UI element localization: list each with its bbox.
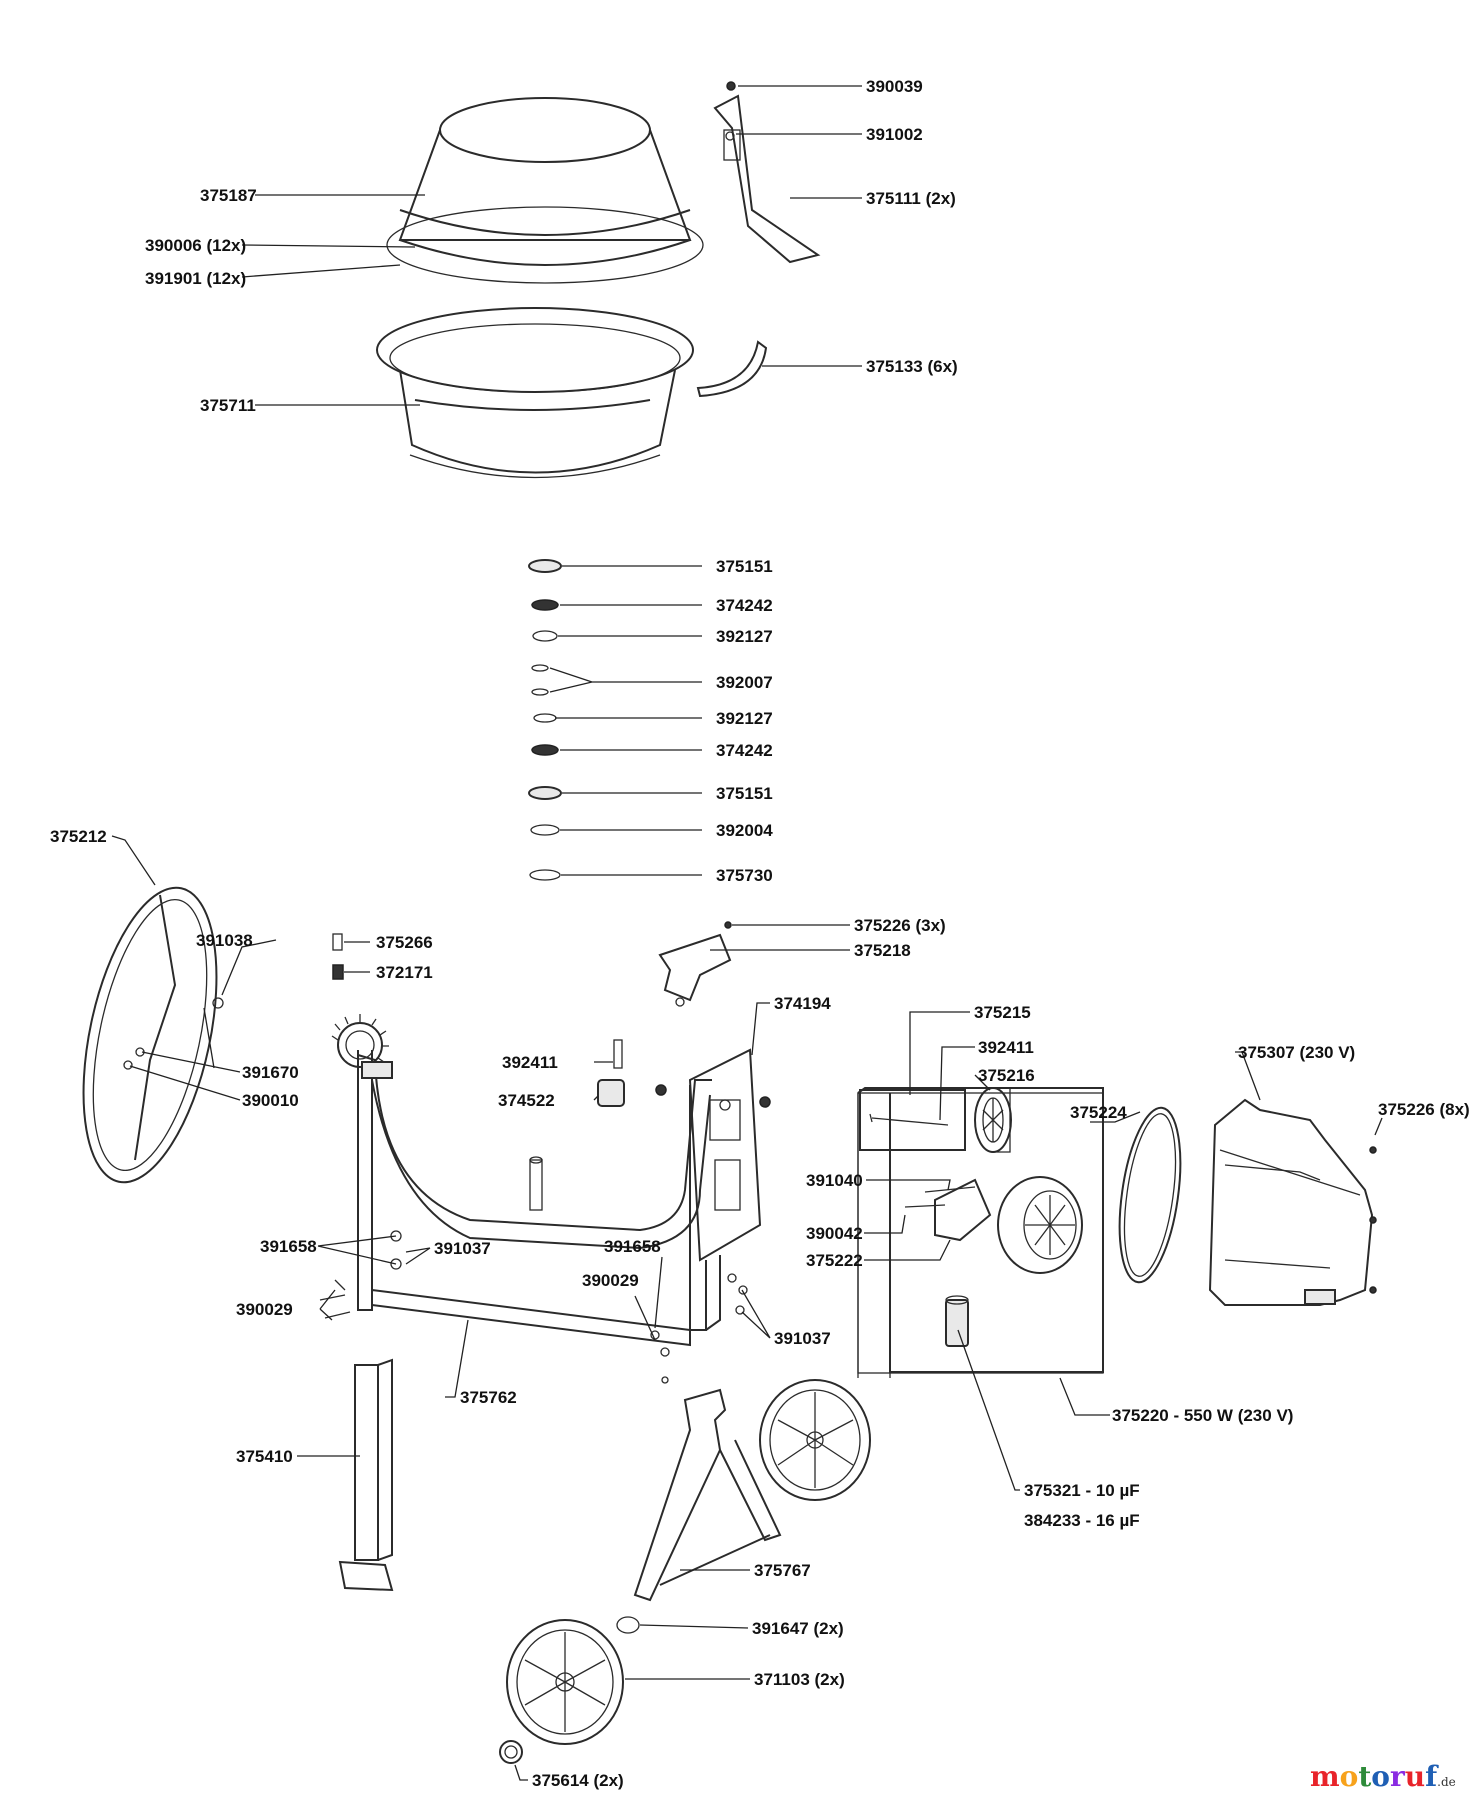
motor-assembly-part: [857, 1087, 1104, 1378]
label-392411-b: 392411: [978, 1038, 1034, 1057]
wheel-lower-part: [506, 1619, 624, 1745]
label-391901: 391901 (12x): [145, 269, 246, 288]
wheel-frame-part: [616, 1388, 782, 1634]
label-375321: 375321 - 10 µF: [1024, 1481, 1140, 1500]
label-375111: 375111 (2x): [866, 189, 956, 208]
washer-stack: [528, 559, 562, 881]
label-390029-b: 390029: [236, 1300, 293, 1319]
label-390039: 390039: [866, 77, 923, 96]
brand-letter: u: [1404, 1760, 1426, 1793]
label-392004: 392004: [716, 821, 773, 840]
drum-cone-part: [386, 97, 704, 284]
crossbar-part: [371, 1288, 691, 1347]
fan-part: [974, 1087, 1012, 1153]
part-labels: 390039 391002 375111 (2x) 375187 390006 …: [50, 77, 1470, 1790]
label-375767: 375767: [754, 1561, 811, 1580]
worm-gear-part: [597, 1039, 771, 1108]
pin-parts: [332, 933, 344, 980]
bracket-part: [713, 81, 821, 264]
label-391647: 391647 (2x): [752, 1619, 844, 1638]
drum-bowl-part: [376, 307, 694, 479]
label-391670: 391670: [242, 1063, 299, 1082]
label-375730: 375730: [716, 866, 773, 885]
label-375222: 375222: [806, 1251, 863, 1270]
brand-letter: r: [1389, 1760, 1405, 1793]
label-374522: 374522: [498, 1091, 555, 1110]
label-391037-a: 391037: [434, 1239, 491, 1258]
label-375614: 375614 (2x): [532, 1771, 624, 1790]
wheel-upper-part: [759, 1379, 871, 1501]
label-375151-b: 375151: [716, 784, 773, 803]
label-374242-a: 374242: [716, 596, 773, 615]
label-375220: 375220 - 550 W (230 V): [1112, 1406, 1293, 1425]
label-391002: 391002: [866, 125, 923, 144]
label-392007: 392007: [716, 673, 773, 692]
label-375218: 375218: [854, 941, 911, 960]
label-375133: 375133 (6x): [866, 357, 958, 376]
brand-suffix: .de: [1437, 1775, 1456, 1789]
label-375762: 375762: [460, 1388, 517, 1407]
label-375226-b: 375226 (8x): [1378, 1100, 1470, 1119]
label-375266: 375266: [376, 933, 433, 952]
label-371103: 371103 (2x): [754, 1670, 845, 1689]
label-390042: 390042: [806, 1224, 863, 1243]
leg-part: [338, 1358, 394, 1592]
brand-letter: o: [1371, 1760, 1390, 1793]
brand-name: motoruf: [1310, 1760, 1437, 1793]
leader-lines: [111, 85, 1383, 1781]
brand-letter: t: [1358, 1760, 1372, 1793]
label-391037-b: 391037: [774, 1329, 831, 1348]
label-375151-a: 375151: [716, 557, 773, 576]
main-frame-part: [331, 1014, 712, 1311]
brand-logo: motoruf.de: [1310, 1760, 1456, 1793]
label-375187: 375187: [200, 186, 257, 205]
label-375216: 375216: [978, 1066, 1035, 1085]
top-bracket-part: [658, 933, 732, 1002]
label-384233: 384233 - 16 µF: [1024, 1511, 1140, 1530]
belt-part: [1118, 1106, 1182, 1284]
label-374242-b: 374242: [716, 741, 773, 760]
label-372171: 372171: [376, 963, 433, 982]
label-375711: 375711: [200, 396, 256, 415]
label-375215: 375215: [974, 1003, 1031, 1022]
label-391658-a: 391658: [260, 1237, 317, 1256]
label-375212: 375212: [50, 827, 107, 846]
label-392411-a: 392411: [502, 1053, 558, 1072]
wheel-cap-part: [499, 1740, 523, 1764]
label-390006: 390006 (12x): [145, 236, 246, 255]
ring-segment-part: [696, 340, 768, 398]
label-375410: 375410: [236, 1447, 293, 1466]
gearbox-plate-part: [688, 1048, 762, 1331]
label-392127-b: 392127: [716, 709, 773, 728]
label-390029-a: 390029: [582, 1271, 639, 1290]
brand-letter: o: [1339, 1760, 1359, 1793]
label-391040: 391040: [806, 1171, 863, 1190]
label-391038: 391038: [196, 931, 253, 950]
label-390010: 390010: [242, 1091, 299, 1110]
label-374194: 374194: [774, 994, 831, 1013]
label-391658-b: 391658: [604, 1237, 661, 1256]
switch-box-375215-with-rod: [859, 1089, 966, 1151]
label-375224: 375224: [1070, 1103, 1127, 1122]
brand-letter: f: [1425, 1760, 1438, 1793]
motor-cover-part: [1208, 1098, 1377, 1306]
brand-letter: m: [1310, 1760, 1340, 1793]
handwheel-part: [82, 886, 224, 1184]
bolt-parts: [319, 1230, 748, 1384]
label-375226-a: 375226 (3x): [854, 916, 946, 935]
label-375307: 375307 (230 V): [1238, 1043, 1355, 1062]
label-392127-a: 392127: [716, 627, 773, 646]
